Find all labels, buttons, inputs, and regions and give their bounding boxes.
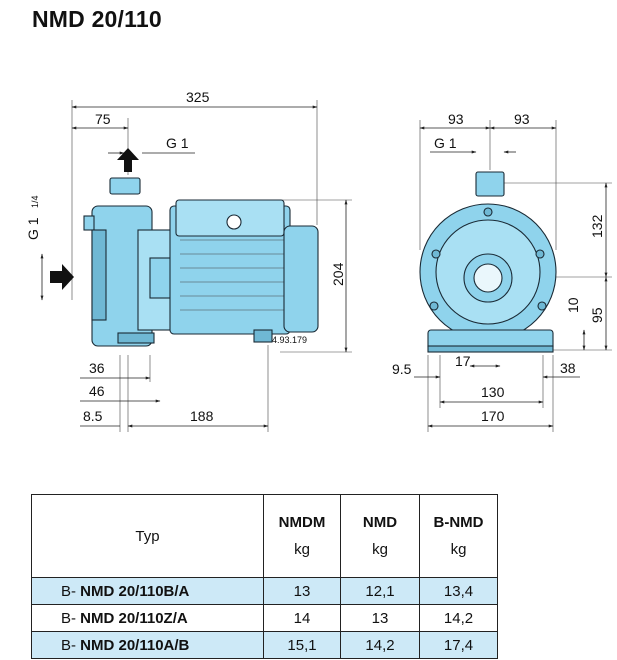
ref-code: 4.93.179 [272, 335, 307, 345]
row-prefix: B- [61, 636, 81, 654]
dim-132: 132 [589, 214, 605, 238]
dim-93-left: 93 [448, 111, 464, 127]
header-nmd: NMD kg [340, 494, 420, 578]
cell-bnmd: 17,4 [419, 631, 498, 659]
table-row: B- NMD 20/110A/B 15,1 14,2 17,4 [31, 631, 498, 659]
header-nmd-name: NMD [362, 514, 398, 531]
cell-nmdm: 15,1 [263, 631, 341, 659]
dim-170: 170 [481, 408, 505, 424]
dim-46: 46 [89, 383, 105, 399]
header-nmdm-name: NMDM [278, 514, 326, 531]
header-nmd-unit: kg [372, 541, 388, 558]
header-bnmd-unit: kg [450, 541, 467, 558]
outlet-arrow-icon [117, 148, 139, 172]
weight-table: Typ NMDM kg NMD kg B-NMD kg B- NMD 20/11… [31, 494, 498, 659]
dim-17: 17 [455, 353, 471, 369]
row-model: NMD 20/110Z/A [80, 609, 188, 627]
dim-g1-front: G 1 [434, 135, 457, 151]
row-type: B- NMD 20/110Z/A [31, 604, 264, 632]
row-model: NMD 20/110A/B [80, 636, 190, 654]
cell-bnmd: 13,4 [419, 577, 498, 605]
header-typ: Typ [31, 494, 264, 578]
row-prefix: B- [61, 609, 81, 627]
dim-g1-quarter: G 1 [25, 217, 41, 240]
header-nmdm-unit: kg [294, 541, 310, 558]
table-row: B- NMD 20/110B/A 13 12,1 13,4 [31, 577, 498, 605]
inlet-arrow-icon [50, 264, 74, 290]
cell-nmd: 14,2 [340, 631, 420, 659]
page-title: NMD 20/110 [32, 6, 162, 32]
dim-204: 204 [330, 262, 346, 286]
row-prefix: B- [61, 582, 81, 600]
header-bnmd: B-NMD kg [419, 494, 498, 578]
dim-95: 95 [589, 307, 605, 323]
dim-g1-quarter-frac: 1/4 [30, 195, 40, 208]
dim-8-5: 8.5 [83, 408, 103, 424]
dim-75: 75 [95, 111, 111, 127]
front-view: 93 93 G 1 132 95 10 9.5 [392, 111, 612, 432]
table-row: B- NMD 20/110Z/A 14 13 14,2 [31, 604, 498, 632]
technical-drawing: 325 75 G 1 [25, 89, 612, 432]
dim-325: 325 [186, 89, 210, 105]
dim-g1-top: G 1 [166, 135, 189, 151]
row-model: NMD 20/110B/A [80, 582, 190, 600]
cell-bnmd: 14,2 [419, 604, 498, 632]
cell-nmd: 12,1 [340, 577, 420, 605]
cell-nmdm: 13 [263, 577, 341, 605]
dim-10: 10 [565, 297, 581, 313]
dim-36: 36 [89, 360, 105, 376]
dim-9-5: 9.5 [392, 361, 412, 377]
row-type: B- NMD 20/110B/A [31, 577, 264, 605]
table-header-row: Typ NMDM kg NMD kg B-NMD kg [31, 494, 498, 578]
cell-nmd: 13 [340, 604, 420, 632]
dim-38: 38 [560, 360, 576, 376]
header-bnmd-name: B-NMD [433, 514, 484, 531]
cell-nmdm: 14 [263, 604, 341, 632]
side-view: 325 75 G 1 [25, 89, 352, 432]
dim-130: 130 [481, 384, 505, 400]
row-type: B- NMD 20/110A/B [31, 631, 264, 659]
dim-188: 188 [190, 408, 214, 424]
dim-93-right: 93 [514, 111, 530, 127]
header-nmdm: NMDM kg [263, 494, 341, 578]
